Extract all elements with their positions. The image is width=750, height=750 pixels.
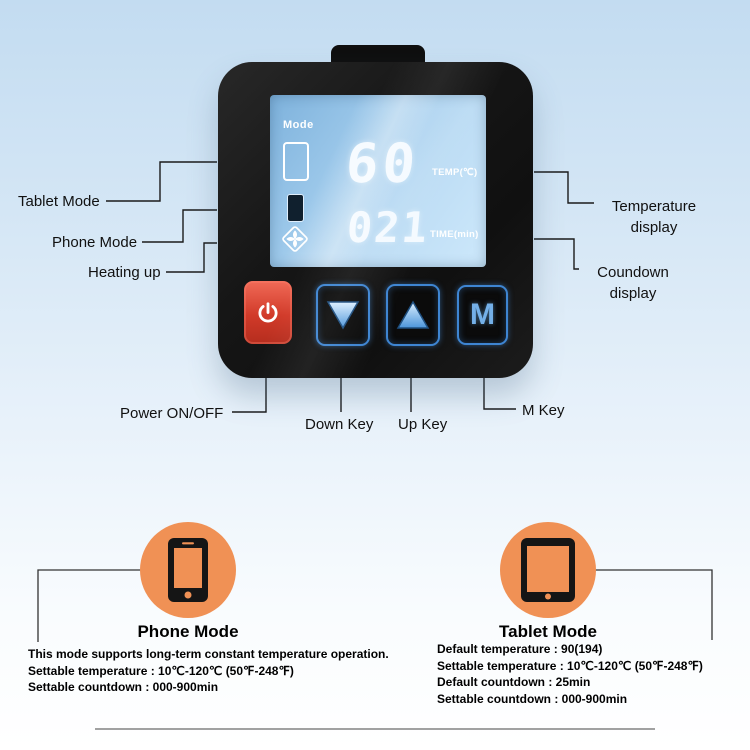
phone-desc-line: Settable countdown : 000-900min (28, 680, 219, 694)
power-icon (258, 301, 278, 323)
tablet-mode-badge (500, 522, 596, 618)
heating-controller-device: Mode 60 TEMP(℃) 021 TIME(min) (218, 62, 533, 378)
connector-heating-up (166, 242, 217, 273)
phone-desc-line: This mode supports long-term constant te… (28, 647, 389, 661)
phone-mode-badge (140, 522, 236, 618)
countdown-value: 021 (344, 203, 432, 252)
tablet-desc-line: Default temperature : 90(194) (437, 642, 603, 656)
callout-tablet-mode: Tablet Mode (18, 193, 100, 210)
tablet-icon (521, 538, 575, 602)
temperature-value: 60 (343, 132, 422, 195)
phone-desc-line: Settable temperature : 10℃-120℃ (50℉-248… (28, 663, 294, 678)
bracket-phone-section (37, 569, 141, 642)
callout-down-key: Down Key (305, 416, 374, 433)
tablet-mode-icon (283, 142, 309, 181)
callout-power-key: Power ON/OFF (120, 405, 224, 422)
callout-temperature-display: Temperature display (611, 198, 697, 236)
lcd-mode-label: Mode (283, 119, 314, 131)
callout-heating-up: Heating up (88, 264, 161, 281)
lcd-display: Mode 60 TEMP(℃) 021 TIME(min) (270, 95, 486, 267)
tablet-section-title: Tablet Mode (499, 622, 597, 641)
heating-up-icon (282, 226, 308, 252)
up-arrow-icon (396, 300, 430, 329)
time-unit-label: TIME(min) (430, 229, 479, 240)
tablet-desc-line: Default countdown : 25min (437, 675, 591, 689)
callout-phone-mode: Phone Mode (52, 234, 138, 251)
connector-temperature-display (534, 171, 594, 204)
temperature-unit-label: TEMP(℃) (432, 167, 478, 178)
power-button (244, 281, 292, 344)
callout-countdown-display: Coundown display (597, 264, 669, 302)
tablet-section-description: Default temperature : 90(194) Settable t… (437, 641, 703, 707)
connector-phone-mode (142, 209, 217, 243)
phone-section-title: Phone Mode (137, 622, 239, 641)
down-key-button (316, 284, 370, 346)
phone-mode-icon (287, 194, 304, 222)
down-arrow-icon (326, 301, 360, 330)
up-key-button (386, 284, 440, 346)
callout-up-key: Up Key (398, 416, 448, 433)
tablet-desc-line: Settable countdown : 000-900min (437, 691, 628, 706)
connector-tablet-mode (106, 161, 217, 202)
connector-countdown-display (534, 238, 579, 270)
phone-section-description: This mode supports long-term constant te… (28, 646, 389, 696)
phone-icon (168, 538, 208, 602)
tablet-desc-line: Settable temperature : 10℃-120℃ (50℉-248… (437, 658, 703, 673)
callout-m-key: M Key (522, 402, 565, 419)
m-key-button: M (457, 285, 508, 345)
bracket-tablet-section (595, 569, 713, 640)
m-key-label: M (470, 298, 495, 331)
